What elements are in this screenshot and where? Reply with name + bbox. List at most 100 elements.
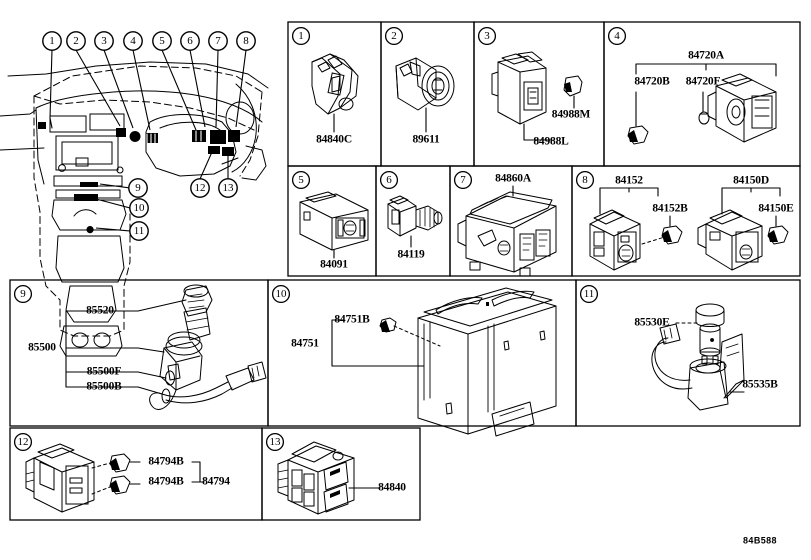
callout-number: 6: [187, 35, 193, 47]
motor-top: [165, 336, 203, 356]
panel-tag-number: 7: [460, 174, 466, 186]
panel-tag-2: 2: [384, 26, 404, 46]
foot-b: [519, 267, 531, 277]
part-illustration-84150D: [697, 187, 781, 271]
part-illustration-84794: [25, 443, 95, 513]
mirror-sym: [620, 235, 630, 243]
switch-marker-1: [116, 128, 126, 137]
well-1: [291, 469, 303, 487]
part-illustration-84150E: [767, 215, 789, 245]
callout-leader-3: [103, 49, 134, 129]
body: [299, 193, 369, 251]
edges: [387, 203, 417, 237]
part-illustration-84751B: [379, 317, 441, 347]
dial-inner: [731, 105, 741, 119]
rocker-icon: [529, 91, 537, 99]
panel-tag-number: 13: [270, 436, 282, 448]
callout-leader-12: [199, 151, 213, 180]
knob-inner: [431, 77, 445, 95]
dash-shift-curve: [73, 209, 97, 217]
part-illustration-84860A: [457, 185, 557, 277]
bulb-body: [627, 125, 649, 145]
callout-leader-5: [161, 49, 197, 131]
bracket: [331, 319, 425, 367]
part-number-label: 85500F: [87, 366, 122, 378]
callout-leader-10: [95, 198, 131, 209]
callout-circle: [123, 31, 143, 51]
panel-tag-7: 7: [453, 170, 473, 190]
icon-b: [330, 490, 340, 498]
dash-steering-airbag: [145, 114, 237, 177]
dash-console-tray: [55, 235, 125, 283]
dash-cupholders: [59, 325, 123, 357]
bulb-base: [628, 130, 638, 142]
body: [497, 55, 547, 125]
part-number-label: 84091: [320, 259, 348, 271]
fuel-dial: [739, 244, 753, 260]
part-illustration-84794B: [91, 453, 205, 495]
part-number-label: 84794B: [148, 456, 184, 468]
callout-leader-4: [132, 49, 151, 131]
callout-12: 12: [190, 178, 210, 198]
rib-a: [593, 231, 605, 247]
prong-a: [701, 355, 708, 365]
wire-a: [654, 337, 691, 381]
panel-tag-5: 5: [291, 170, 311, 190]
panel-frame-13: [261, 427, 421, 521]
part-illustration-84988M: [563, 75, 583, 109]
part-number-label: 84988L: [533, 136, 569, 148]
lever: [477, 229, 497, 247]
motor-edges: [163, 347, 201, 391]
face-ridges: [754, 99, 770, 117]
box-main: [417, 291, 557, 435]
callout-13: 13: [218, 178, 238, 198]
dash-knob-left: [58, 164, 66, 172]
callout-number: 13: [223, 182, 235, 194]
grille-a: [435, 297, 483, 315]
rocker: [527, 87, 539, 105]
callout-circle: [42, 31, 62, 51]
diagram-code: 84B588: [743, 535, 777, 545]
panel-tag-circle: [575, 170, 595, 190]
panel-tag-circle: [13, 432, 33, 452]
sym-b: [538, 233, 548, 247]
edges: [287, 457, 355, 515]
callout-circle: [236, 31, 256, 51]
rib: [709, 231, 721, 241]
face-a: [519, 233, 535, 261]
callout-number: 9: [135, 182, 141, 194]
part-number-label: 84840: [378, 482, 406, 494]
part-illustration-85500: [65, 284, 267, 410]
panel-tag-number: 6: [386, 174, 392, 186]
callout-5: 5: [152, 31, 172, 51]
bulb-body: [661, 225, 683, 245]
callout-number: 2: [73, 35, 79, 47]
mirror-dial: [618, 244, 634, 262]
callout-circle: [129, 221, 149, 241]
face: [735, 231, 759, 263]
top-cap: [291, 441, 337, 463]
tab2: [327, 55, 343, 69]
part-illustration-89611: [395, 57, 455, 133]
switch-marker-4-ribs: [146, 133, 156, 144]
switch-marker-12: [208, 146, 220, 154]
panel-tag-13: 13: [265, 432, 285, 452]
callout-number: 7: [215, 35, 221, 47]
callout-8: 8: [236, 31, 256, 51]
part-illustration-84720B: [627, 91, 649, 145]
face-b: [535, 229, 551, 257]
callout-number: 5: [159, 35, 165, 47]
callout-10: 10: [129, 198, 149, 218]
tab-ribs: [25, 471, 35, 483]
motor-body: [159, 341, 203, 391]
bulb2-body: [109, 475, 131, 495]
top-cap: [721, 73, 753, 87]
callout-circle: [129, 198, 149, 218]
dash-cup-left: [71, 332, 89, 348]
dash-left-body: [35, 107, 45, 185]
dash-cluster-screen: [61, 141, 113, 165]
panel-tag-circle: [607, 26, 627, 46]
callout-4: 4: [123, 31, 143, 51]
